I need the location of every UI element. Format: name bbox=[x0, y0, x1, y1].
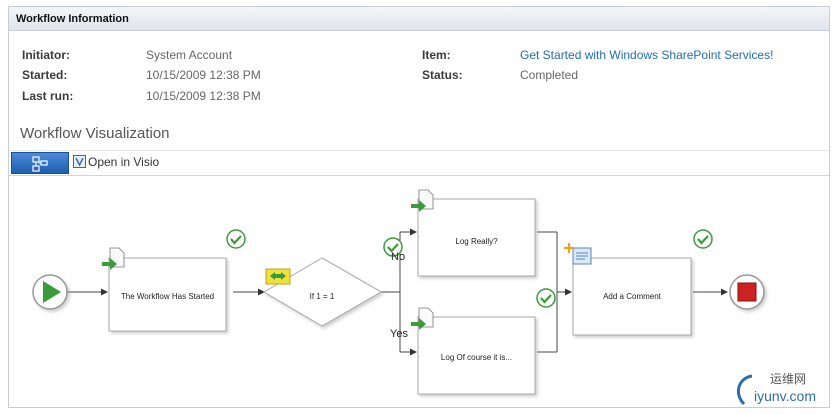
add-comment-label: Add a Comment bbox=[603, 292, 661, 301]
end-node[interactable] bbox=[729, 274, 765, 310]
started-value: 10/15/2009 12:38 PM bbox=[146, 68, 261, 82]
add-comment-shape[interactable] bbox=[572, 257, 692, 336]
check-icon bbox=[383, 237, 403, 257]
last-run-label: Last run: bbox=[22, 89, 74, 103]
visualization-title: Workflow Visualization bbox=[20, 125, 170, 142]
header-title: Workflow Information bbox=[16, 13, 129, 25]
status-value: Completed bbox=[520, 68, 579, 82]
workflow-diagram-svg bbox=[32, 189, 765, 395]
workflow-started-shape[interactable] bbox=[108, 257, 227, 332]
workflow-panel: Workflow Information Initiator: System A… bbox=[8, 6, 830, 408]
initiator-value: System Account bbox=[146, 48, 233, 62]
visio-icon bbox=[73, 155, 86, 168]
diagram-view-icon bbox=[32, 156, 48, 172]
visualization-toolbar: Open in Visio bbox=[9, 150, 829, 174]
log-really-shape[interactable] bbox=[417, 198, 536, 277]
check-icon bbox=[536, 288, 556, 308]
no-branch-label: No bbox=[391, 251, 406, 263]
document-icon bbox=[411, 189, 434, 212]
watermark-logo-icon bbox=[736, 374, 753, 406]
watermark-en: iyunv.com bbox=[754, 388, 816, 404]
start-node[interactable] bbox=[32, 274, 68, 310]
open-in-visio-link[interactable]: Open in Visio bbox=[73, 155, 159, 169]
check-icon bbox=[226, 229, 246, 249]
last-run-value: 10/15/2009 12:38 PM bbox=[146, 89, 261, 103]
watermark: 运维网 iyunv.com bbox=[732, 370, 832, 410]
check-icon bbox=[693, 229, 713, 249]
condition-label: If 1 = 1 bbox=[309, 292, 335, 301]
watermark-cn: 运维网 bbox=[770, 372, 807, 386]
workflow-diagram: The Workflow Has Started If 1 = 1 No Yes… bbox=[9, 175, 829, 407]
log-really-label: Log Really? bbox=[455, 237, 498, 246]
document-icon bbox=[411, 307, 434, 330]
log-of-course-label: Log Of course it is... bbox=[440, 353, 513, 362]
item-link[interactable]: Get Started with Windows SharePoint Serv… bbox=[520, 48, 774, 62]
comment-icon bbox=[564, 243, 592, 265]
header-bar: Workflow Information bbox=[9, 7, 829, 31]
started-label: Started: bbox=[22, 68, 68, 82]
condition-icon bbox=[265, 268, 291, 285]
condition-shape[interactable] bbox=[263, 257, 383, 327]
status-label: Status: bbox=[422, 68, 463, 82]
diagram-view-button[interactable] bbox=[11, 152, 69, 174]
workflow-started-label: The Workflow Has Started bbox=[120, 292, 215, 301]
open-in-visio-label: Open in Visio bbox=[88, 155, 160, 169]
log-of-course-shape[interactable] bbox=[417, 316, 536, 395]
yes-branch-label: Yes bbox=[390, 328, 408, 340]
document-icon bbox=[102, 247, 125, 270]
initiator-label: Initiator: bbox=[22, 48, 70, 62]
item-label: Item: bbox=[422, 48, 451, 62]
